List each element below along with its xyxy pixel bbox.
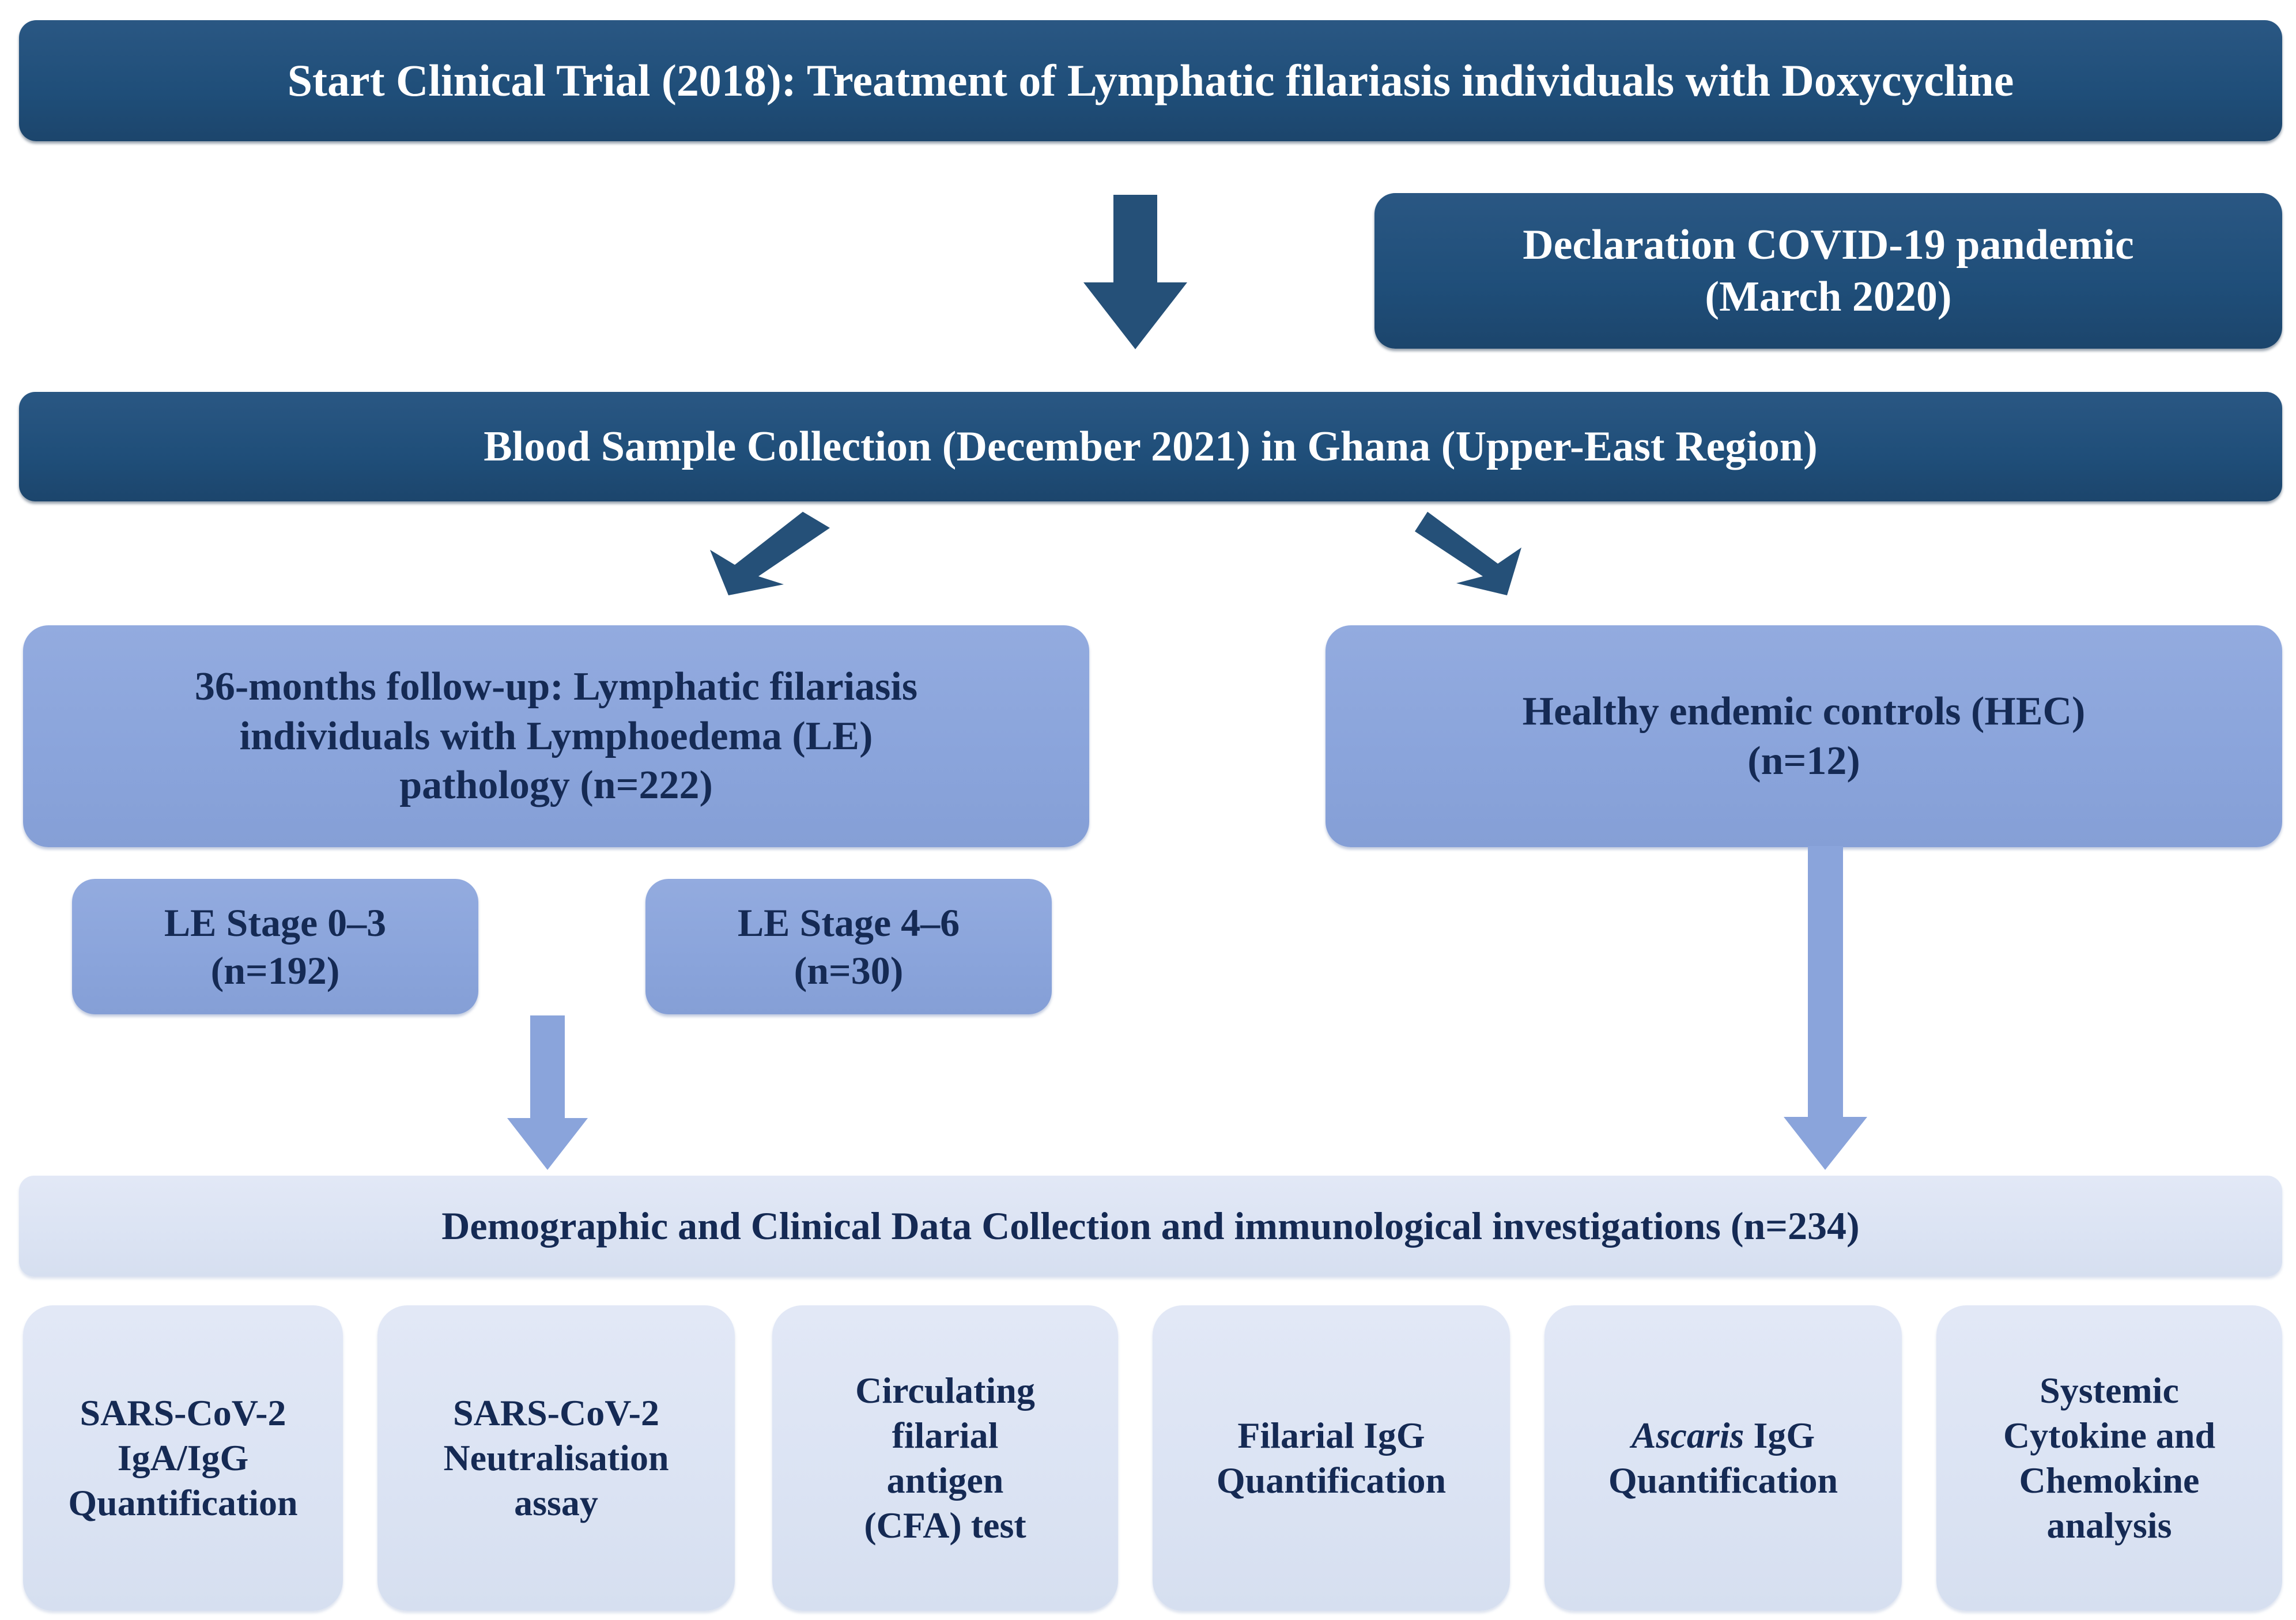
assay-line: IgA/IgG [117,1437,249,1478]
node-start-clinical-trial: Start Clinical Trial (2018): Treatment o… [19,20,2282,141]
arrow-le-stages-to-demographics-icon [507,1015,588,1170]
node-start-clinical-trial-label: Start Clinical Trial (2018): Treatment o… [287,55,2014,106]
node-healthy-endemic-controls: Healthy endemic controls (HEC) (n=12) [1326,625,2282,847]
node-assay-ascaris-igg: Ascaris IgG Quantification [1544,1305,1902,1611]
node-le-stage-0-3: LE Stage 0–3 (n=192) [72,879,478,1014]
assay-line: Neutralisation [443,1437,669,1478]
node-assay-sars-cov-2-iga-igg: SARS-CoV-2 IgA/IgG Quantification [23,1305,343,1611]
node-le-followup-line1: 36-months follow-up: Lymphatic filariasi… [194,664,918,709]
assay-line: filarial [892,1414,999,1456]
node-le-stage-0-3-line2: (n=192) [210,948,340,992]
arrow-title-to-blood-sample-icon [1083,195,1187,349]
node-blood-sample-collection-label: Blood Sample Collection (December 2021) … [484,422,1818,470]
node-blood-sample-collection: Blood Sample Collection (December 2021) … [19,392,2282,501]
node-le-followup-line3: pathology (n=222) [399,763,713,808]
node-le-stage-4-6-line2: (n=30) [794,948,904,992]
assay-line: SARS-CoV-2 [80,1392,286,1433]
assay-line: assay [514,1482,598,1524]
node-demographic-clinical-data-label: Demographic and Clinical Data Collection… [441,1204,1860,1248]
assay-line: Quantification [68,1482,298,1524]
node-covid-declaration: Declaration COVID-19 pandemic (March 202… [1374,193,2282,349]
node-le-stage-4-6: LE Stage 4–6 (n=30) [645,879,1052,1014]
assay-line-suffix: IgG [1744,1414,1815,1456]
node-le-stage-4-6-line1: LE Stage 4–6 [737,900,960,945]
assay-line-ascaris: Ascaris IgG [1608,1413,1838,1458]
assay-line: Cytokine and [2003,1414,2216,1456]
node-assay-filarial-igg: Filarial IgG Quantification [1153,1305,1510,1611]
node-le-stage-0-3-line1: LE Stage 0–3 [164,900,387,945]
assay-line: Quantification [1608,1460,1838,1501]
node-demographic-clinical-data: Demographic and Clinical Data Collection… [19,1176,2282,1277]
node-assay-systemic-cytokine-chemokine: Systemic Cytokine and Chemokine analysis [1936,1305,2282,1611]
assay-line: Circulating [855,1369,1035,1411]
node-assay-circulating-filarial-antigen: Circulating filarial antigen (CFA) test [772,1305,1118,1611]
assay-line: Quantification [1216,1460,1447,1501]
assay-line: Filarial IgG [1237,1414,1425,1456]
assay-line: Chemokine [2019,1460,2200,1501]
node-assay-sars-cov-2-neutralisation: SARS-CoV-2 Neutralisation assay [377,1305,735,1611]
arrow-blood-sample-to-hec-icon [1415,512,1521,595]
assay-line: analysis [2046,1505,2172,1546]
arrow-blood-sample-to-le-cohort-icon [709,512,830,595]
node-le-followup-cohort: 36-months follow-up: Lymphatic filariasi… [23,625,1089,847]
assay-line: antigen [886,1460,1004,1501]
node-healthy-endemic-controls-line2: (n=12) [1747,738,1860,783]
assay-line: SARS-CoV-2 [453,1392,659,1433]
node-covid-declaration-line1: Declaration COVID-19 pandemic [1523,221,2134,269]
arrow-hec-to-demographics-icon [1784,846,1867,1170]
node-le-followup-line2: individuals with Lymphoedema (LE) [239,713,873,758]
assay-line: (CFA) test [864,1505,1026,1546]
node-healthy-endemic-controls-line1: Healthy endemic controls (HEC) [1522,689,2086,734]
assay-species-name: Ascaris [1631,1414,1744,1456]
node-covid-declaration-line2: (March 2020) [1705,273,1952,320]
assay-line: Systemic [2040,1369,2179,1411]
